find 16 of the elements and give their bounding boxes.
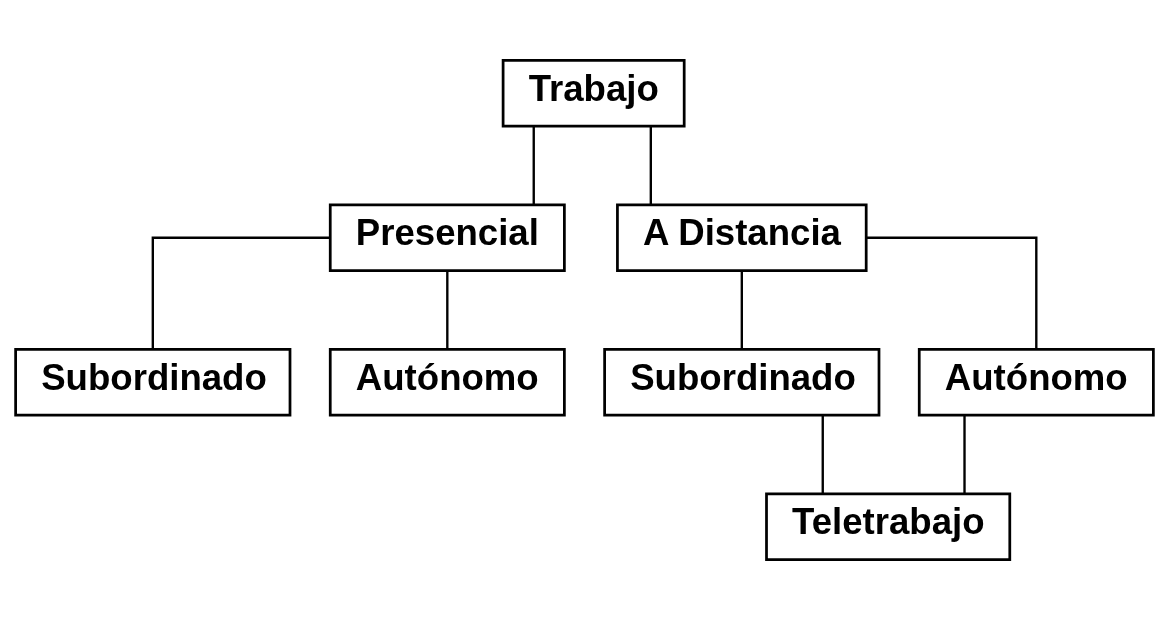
connector	[821, 415, 824, 494]
connector	[866, 236, 1038, 349]
node-box: Trabajo	[501, 58, 686, 128]
connector	[532, 126, 535, 205]
connector	[151, 236, 331, 349]
node-box: A Distancia	[616, 203, 868, 273]
node-box: Presencial	[328, 203, 566, 273]
node-box: Subordinado	[14, 347, 292, 417]
connector	[740, 271, 743, 349]
connector	[963, 415, 966, 494]
connector	[649, 126, 652, 205]
node-box: Autónomo	[917, 347, 1155, 417]
node-box: Teletrabajo	[765, 492, 1012, 562]
connector	[446, 271, 449, 349]
node-box: Autónomo	[328, 347, 566, 417]
node-box: Subordinado	[603, 347, 881, 417]
